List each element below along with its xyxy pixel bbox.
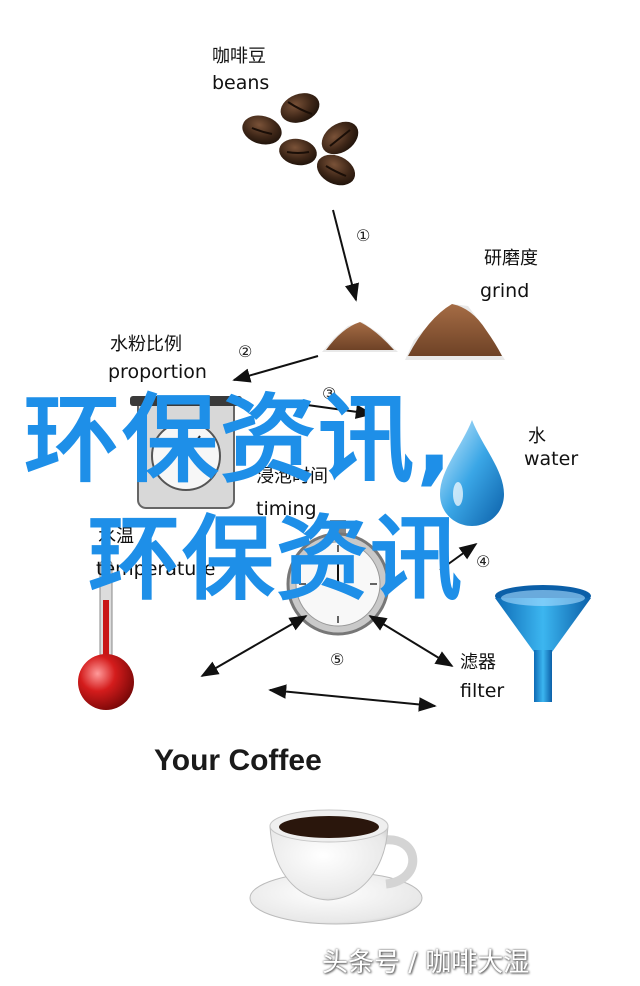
label-grind-en: grind <box>480 280 530 302</box>
overlay-text-line-1: 环保资讯, <box>24 384 455 496</box>
step-marker-5: ⑤ <box>330 650 345 669</box>
coffee-beans-illustration <box>242 93 359 186</box>
ground-coffee-illustration <box>322 304 505 360</box>
label-filter-en: filter <box>460 680 505 702</box>
label-filter-zh: 滤器 <box>460 652 496 673</box>
label-temperature-en: temperature <box>96 558 216 580</box>
label-proportion-en: proportion <box>108 361 207 383</box>
label-timing-en: timing <box>256 498 317 520</box>
step-marker-1: ① <box>356 226 371 245</box>
step-marker-3: ③ <box>322 384 337 403</box>
thermometer-illustration <box>78 559 134 710</box>
label-beans-en: beans <box>212 72 270 94</box>
watermark-text: 头条号 / 咖啡大湿 <box>322 948 530 978</box>
step-marker-2: ② <box>238 342 253 361</box>
scale-illustration <box>130 396 242 509</box>
stopwatch-illustration <box>286 520 390 636</box>
label-water-en: water <box>524 448 579 470</box>
funnel-illustration <box>495 585 591 702</box>
label-timing-zh: 浸泡时间 <box>256 466 328 487</box>
label-temperature-zh: 水温 <box>98 526 134 547</box>
step-marker-4: ④ <box>476 552 491 571</box>
label-grind-zh: 研磨度 <box>484 248 538 269</box>
water-drop-illustration <box>440 420 504 526</box>
label-proportion-zh: 水粉比例 <box>110 334 182 355</box>
coffee-cup-illustration <box>249 809 423 925</box>
overlay-text-line-2: 环保资讯 <box>88 506 465 613</box>
label-beans-zh: 咖啡豆 <box>212 46 266 67</box>
label-water-zh: 水 <box>528 426 546 447</box>
diagram-title: Your Coffee <box>154 744 322 777</box>
